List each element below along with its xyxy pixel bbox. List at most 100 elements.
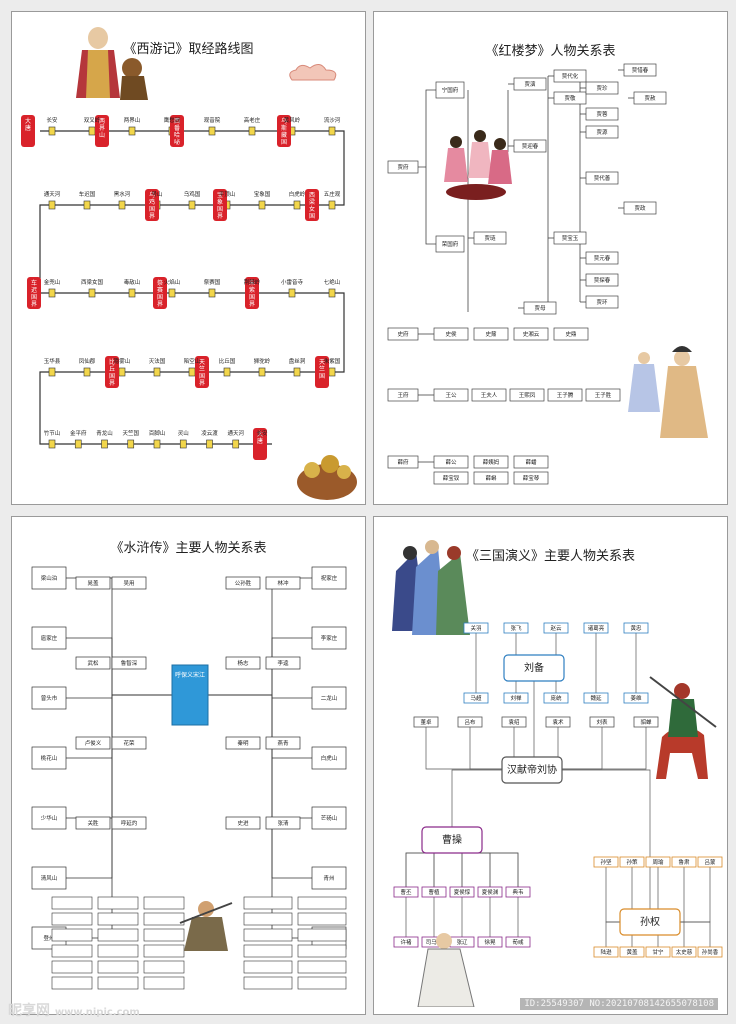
other-person — [413, 716, 439, 728]
wei-person-label: 夏侯惇 — [454, 888, 471, 896]
hero-box-label: 燕青 — [277, 739, 289, 747]
route-station — [48, 288, 56, 298]
wu-person-label: 甘宁 — [652, 948, 664, 956]
other-person — [545, 716, 571, 728]
route-station — [188, 367, 196, 377]
station-label: 金兜山 — [44, 278, 61, 286]
person-label: 贾蓉 — [596, 110, 608, 118]
leader-box — [619, 908, 681, 936]
station-label: 玉华县 — [44, 357, 61, 365]
relation-cell — [143, 912, 185, 926]
place-box-label: 登州 — [43, 934, 54, 942]
region-marker — [105, 356, 119, 388]
other-person-label: 刘表 — [596, 718, 608, 726]
xiyouji-title: 《西游记》取经路线图 — [123, 42, 254, 57]
hero-box — [265, 656, 301, 670]
region-marker — [277, 115, 291, 147]
person-label: 史侯 — [445, 330, 457, 338]
hero-box — [75, 816, 111, 830]
relation-cell — [297, 976, 347, 990]
shu-person — [543, 692, 569, 704]
person-box — [513, 77, 547, 91]
watermark-brand: 昵享网 www.nipic.com — [8, 1003, 140, 1019]
person-box — [473, 327, 509, 341]
relation-cell — [51, 960, 93, 974]
relation-cell — [297, 896, 347, 910]
person-box — [585, 81, 619, 95]
wei-person — [393, 936, 419, 948]
station-label: 宝象国 — [254, 190, 271, 198]
region-marker-label: 朱紫国界 — [249, 279, 255, 308]
route-station — [258, 367, 266, 377]
place-box-label: 桃花山 — [41, 754, 58, 762]
wu-person — [645, 946, 671, 958]
region-marker-label: 大唐 — [257, 430, 263, 445]
place-box-label: 扈家庄 — [41, 634, 58, 642]
route-station — [74, 439, 82, 449]
relation-cell — [51, 896, 93, 910]
person-label: 薛姨妈 — [483, 458, 500, 466]
relation-cell — [243, 976, 293, 990]
hero-box-label: 林冲 — [277, 579, 289, 587]
person-label: 薛宝钗 — [443, 474, 460, 482]
relation-cell — [143, 976, 185, 990]
station-label: 车迟国 — [79, 190, 96, 198]
guanyu-rider-illustration — [649, 676, 717, 779]
leader-box — [501, 756, 563, 784]
station-label: 灭法国 — [149, 357, 166, 365]
person-box — [509, 388, 545, 402]
person-label: 史府 — [397, 330, 409, 338]
place-box — [311, 686, 347, 710]
person-box — [513, 471, 549, 485]
person-box — [433, 471, 469, 485]
hero-box — [111, 736, 147, 750]
route-station — [328, 288, 336, 298]
station-label: 西梁女国 — [81, 278, 104, 286]
shu-person — [463, 692, 489, 704]
wu-person-label: 太史慈 — [676, 948, 693, 956]
wei-person — [477, 886, 503, 898]
other-person-label: 吕布 — [464, 718, 476, 726]
region-marker — [195, 356, 209, 388]
route-station — [153, 367, 161, 377]
route-station — [258, 200, 266, 210]
route-station — [48, 126, 56, 136]
station-label: 小雷音寺 — [281, 278, 304, 286]
person-label: 贾赦 — [644, 94, 656, 102]
route-station — [188, 200, 196, 210]
person-label: 王子胜 — [595, 391, 612, 399]
person-label: 宁国府 — [442, 86, 459, 94]
station-label: 七绝山 — [324, 278, 341, 286]
hongloumeng-title: 《红楼梦》人物关系表 — [485, 44, 616, 59]
person-box — [433, 455, 469, 469]
relation-cell — [243, 912, 293, 926]
wei-person-label: 荀彧 — [512, 938, 524, 946]
route-station — [101, 439, 108, 449]
person-label: 薛宝琴 — [523, 474, 540, 482]
wu-person-label: 周瑜 — [652, 858, 664, 866]
region-marker — [153, 277, 167, 309]
station-label: 青龙山 — [96, 429, 113, 437]
person-box — [387, 160, 419, 174]
station-label: 双叉岭 — [84, 116, 101, 124]
station-label: 流沙河 — [324, 116, 341, 124]
station-label: 朱紫国 — [324, 357, 341, 365]
relation-cell — [297, 944, 347, 958]
person-box — [513, 455, 549, 469]
hero-box — [75, 576, 111, 590]
route-station — [118, 200, 126, 210]
wu-person — [593, 946, 619, 958]
hero-box — [111, 816, 147, 830]
person-label: 贾迎春 — [522, 142, 539, 150]
person-box — [633, 91, 667, 105]
shu-person-label: 刘禅 — [510, 694, 522, 702]
station-label: 毒敌山 — [124, 278, 141, 286]
relation-cell — [143, 960, 185, 974]
person-box — [435, 235, 465, 253]
person-box — [433, 388, 469, 402]
person-label: 贾琏 — [484, 234, 496, 242]
route-station — [88, 126, 96, 136]
region-marker-label: 天竺国界 — [199, 359, 205, 387]
relation-cell — [51, 928, 93, 942]
region-marker-label: 大唐 — [25, 117, 31, 132]
